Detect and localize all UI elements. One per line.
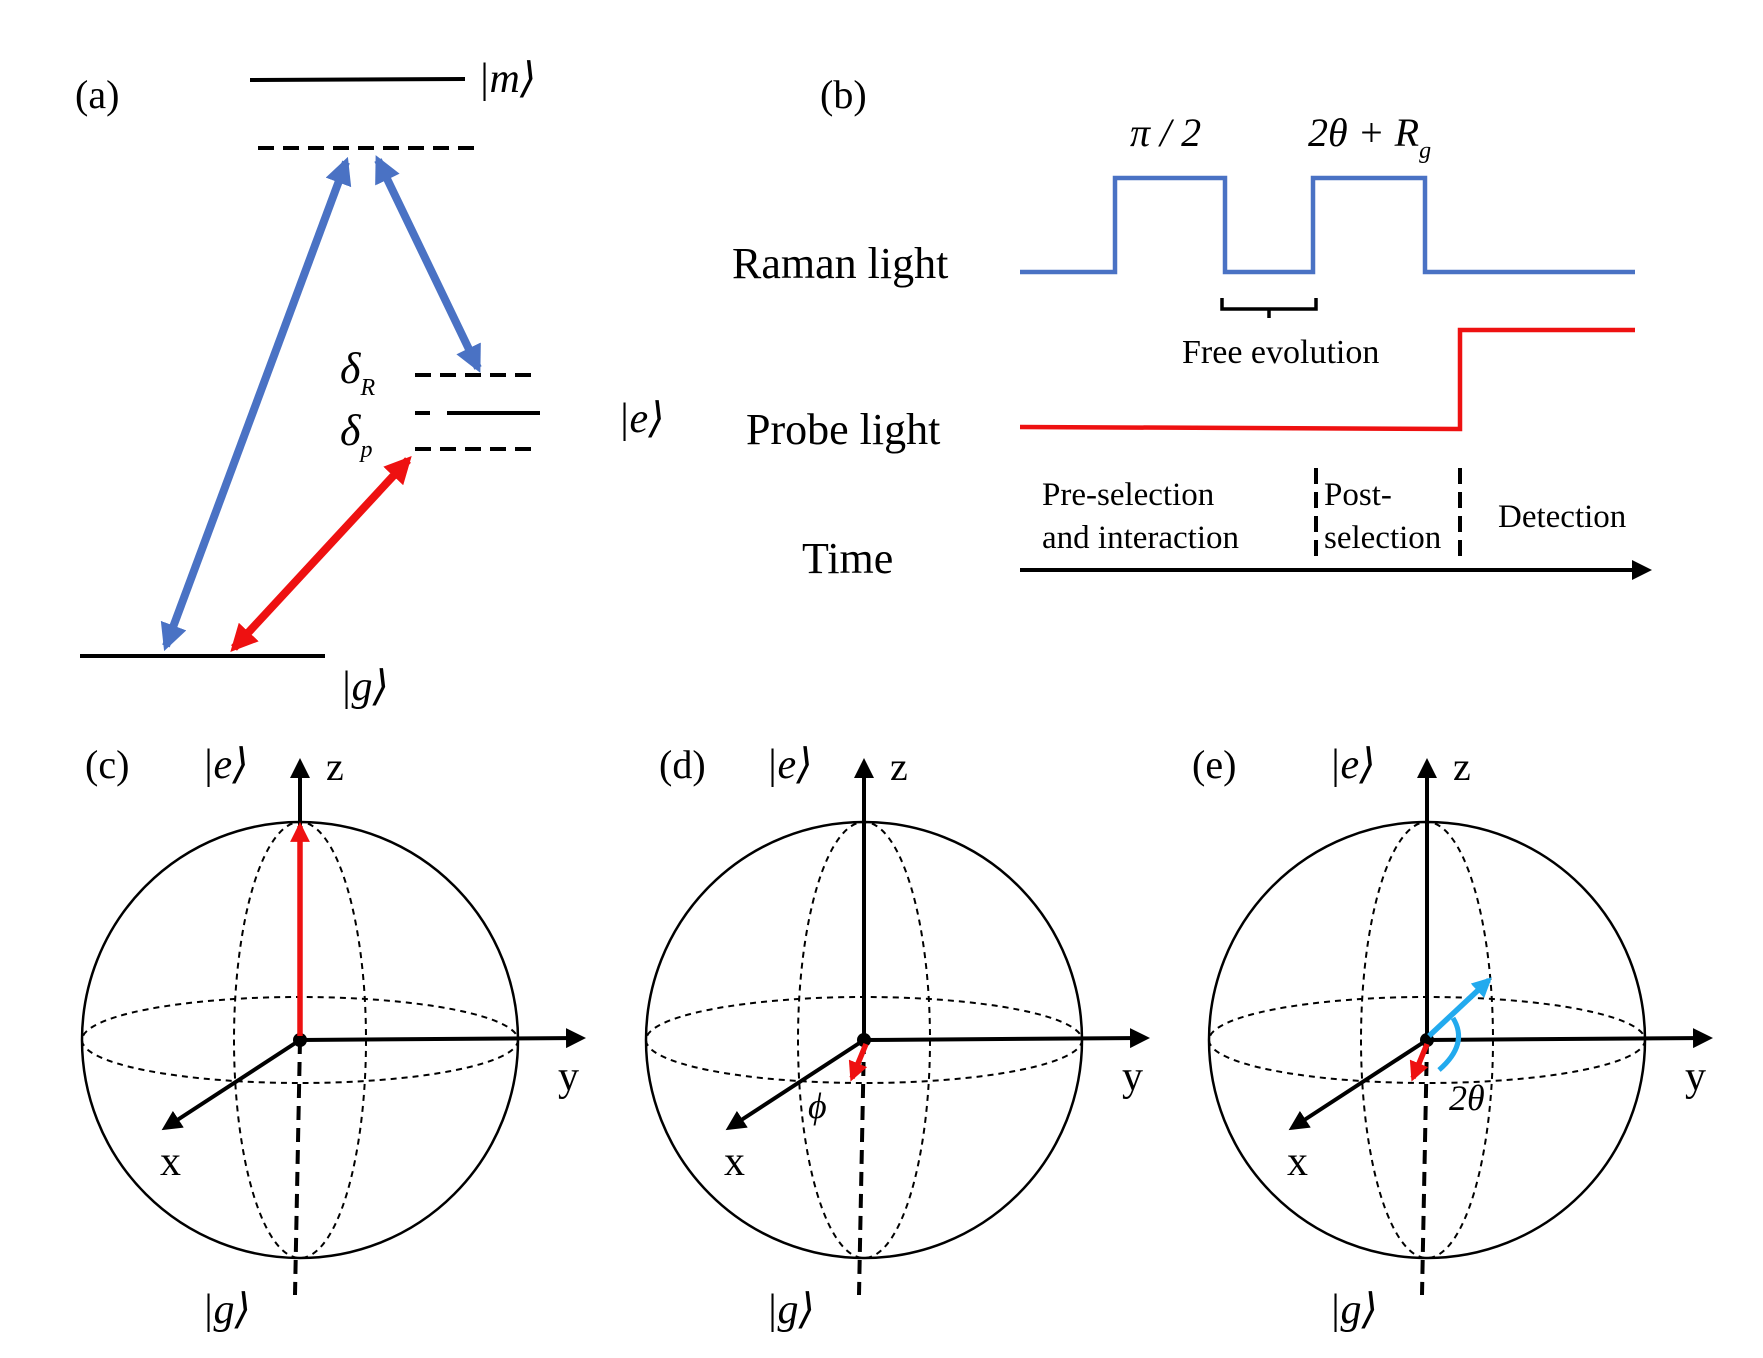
state-e-label: |e⟩ (618, 396, 665, 442)
sphere-e-x-label: x (1287, 1139, 1308, 1185)
sphere-c-state-e: |e⟩ (202, 742, 249, 788)
sphere-e-rotation-arc (1437, 1016, 1462, 1072)
panel-e-label: (e) (1192, 742, 1236, 787)
pulse-pi-half-label: π / 2 (1130, 110, 1201, 155)
sphere-d-state-e: |e⟩ (766, 742, 813, 788)
sphere-d-x-axis (725, 1038, 866, 1131)
panel-c-label: (c) (85, 742, 129, 787)
sphere-e-z-label: z (1453, 744, 1471, 789)
sphere-e-x-axis (1288, 1038, 1429, 1131)
phase-postselection-line1: Post- (1324, 477, 1392, 513)
phase-preselection-line1: Pre-selection (1042, 477, 1214, 513)
phase-postselection-line2: selection (1324, 520, 1441, 556)
raman-transition-arrow-2 (374, 155, 482, 373)
sphere-d-origin (857, 1033, 871, 1047)
phase-preselection-line2: and interaction (1042, 520, 1239, 556)
sphere-e-angle-label: 2θ (1449, 1078, 1485, 1118)
sphere-e-y-label: y (1685, 1054, 1706, 1100)
time-label: Time (802, 534, 893, 583)
sphere-d-state-vector (848, 1042, 869, 1082)
sphere-c-z-label: z (326, 744, 344, 789)
state-m-label: |m⟩ (478, 56, 536, 102)
sphere-d-x-label: x (724, 1139, 745, 1185)
phase-detection-label: Detection (1498, 499, 1626, 535)
sphere-e-y-axis (1426, 1028, 1713, 1049)
probe-light-label: Probe light (746, 405, 940, 454)
panel-d-label: (d) (659, 742, 706, 787)
sphere-c-x-axis (161, 1038, 302, 1131)
raman-light-label: Raman light (732, 239, 948, 288)
probe-light-signal (1019, 327, 1635, 432)
probe-transition-arrow (230, 456, 412, 652)
bloch-sphere-d: (d) |e⟩ |g⟩ z y x ϕ (644, 742, 1150, 1333)
free-evolution-bracket (1220, 298, 1318, 318)
sphere-d-phi-label: ϕ (808, 1086, 827, 1126)
sphere-e-state-e: |e⟩ (1329, 742, 1376, 788)
level-m-line (249, 77, 466, 82)
pulse-2theta-label: 2θ + Rg (1308, 110, 1431, 164)
sphere-c-state-g: |g⟩ (202, 1287, 251, 1333)
raman-transition-arrow-1 (160, 156, 352, 652)
sphere-d-state-g: |g⟩ (766, 1287, 815, 1333)
sphere-e-rotated-vector (1427, 977, 1492, 1039)
state-g-label: |g⟩ (340, 664, 389, 710)
sphere-e-state-g: |g⟩ (1329, 1287, 1378, 1333)
delta-r-symbol: δR (340, 344, 375, 401)
sphere-c-x-label: x (160, 1139, 181, 1185)
bloch-sphere-c: (c) |e⟩ |g⟩ z y x (80, 742, 586, 1333)
sphere-d-y-axis (863, 1028, 1150, 1049)
panel-b-label: (b) (820, 72, 867, 117)
delta-p-symbol: δp (340, 406, 372, 463)
sphere-c-origin (293, 1033, 307, 1047)
panel-a-label: (a) (75, 72, 119, 117)
sphere-c-y-axis (299, 1028, 586, 1049)
panel-b-timing-sequence: (b) π / 2 2θ + Rg Raman light Free evolu… (732, 72, 1652, 583)
raman-pulse-sequence (1020, 175, 1635, 275)
free-evolution-label: Free evolution (1182, 334, 1379, 371)
sphere-d-y-label: y (1122, 1054, 1143, 1100)
panel-a-energy-levels: (a) |m⟩ |e⟩ δR δp |g⟩ (75, 56, 665, 710)
bloch-sphere-e: (e) |e⟩ |g⟩ z y x 2θ (1192, 742, 1713, 1333)
sphere-c-y-label: y (558, 1054, 579, 1100)
sphere-e-state-vector (1409, 1042, 1430, 1082)
sphere-d-z-label: z (890, 744, 908, 789)
